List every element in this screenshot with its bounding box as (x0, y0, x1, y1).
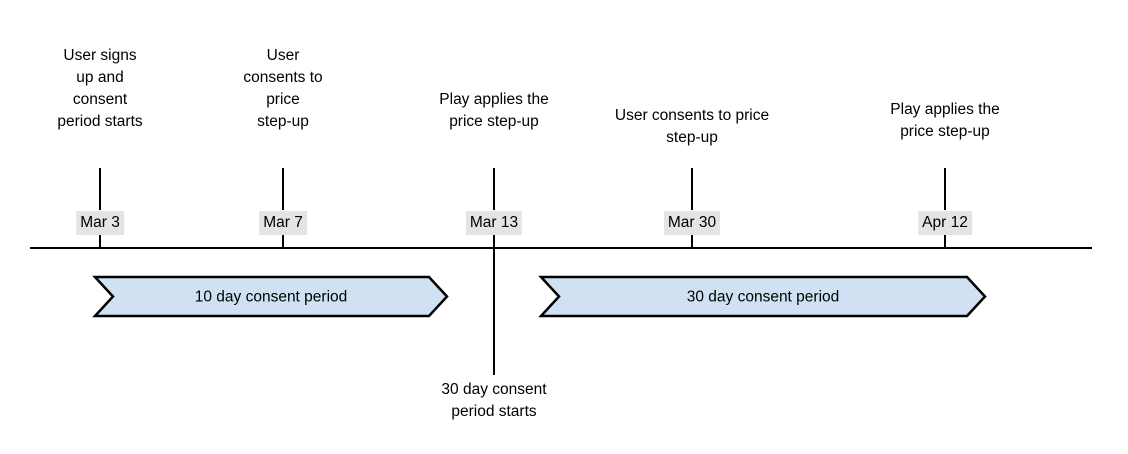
note-30-day-start: 30 day consent period starts (441, 381, 547, 420)
band-10-day-label: 10 day consent period (194, 288, 348, 305)
band-30-day-shape (538, 275, 987, 318)
date-chip-apr-12: Apr 12 (918, 211, 972, 235)
consent-period-bands (92, 275, 987, 318)
event-label-mar-13: Play applies the price step-up (439, 91, 549, 130)
event-label-apr-12: Play applies the price step-up (890, 101, 1000, 140)
date-chip-mar-3: Mar 3 (76, 211, 124, 235)
event-label-mar-3: User signs up and consent period starts (57, 47, 143, 130)
date-chip-mar-30: Mar 30 (663, 211, 721, 235)
event-label-mar-30: User consents to price step-up (614, 107, 770, 146)
band-10-day-shape (92, 275, 449, 318)
event-stem-lines (99, 168, 946, 375)
date-chip-mar-13: Mar 13 (465, 211, 523, 235)
date-chip-mar-7: Mar 7 (259, 211, 307, 235)
event-label-mar-7: User consents to price step-up (243, 47, 323, 130)
band-30-day-label: 30 day consent period (686, 288, 840, 305)
